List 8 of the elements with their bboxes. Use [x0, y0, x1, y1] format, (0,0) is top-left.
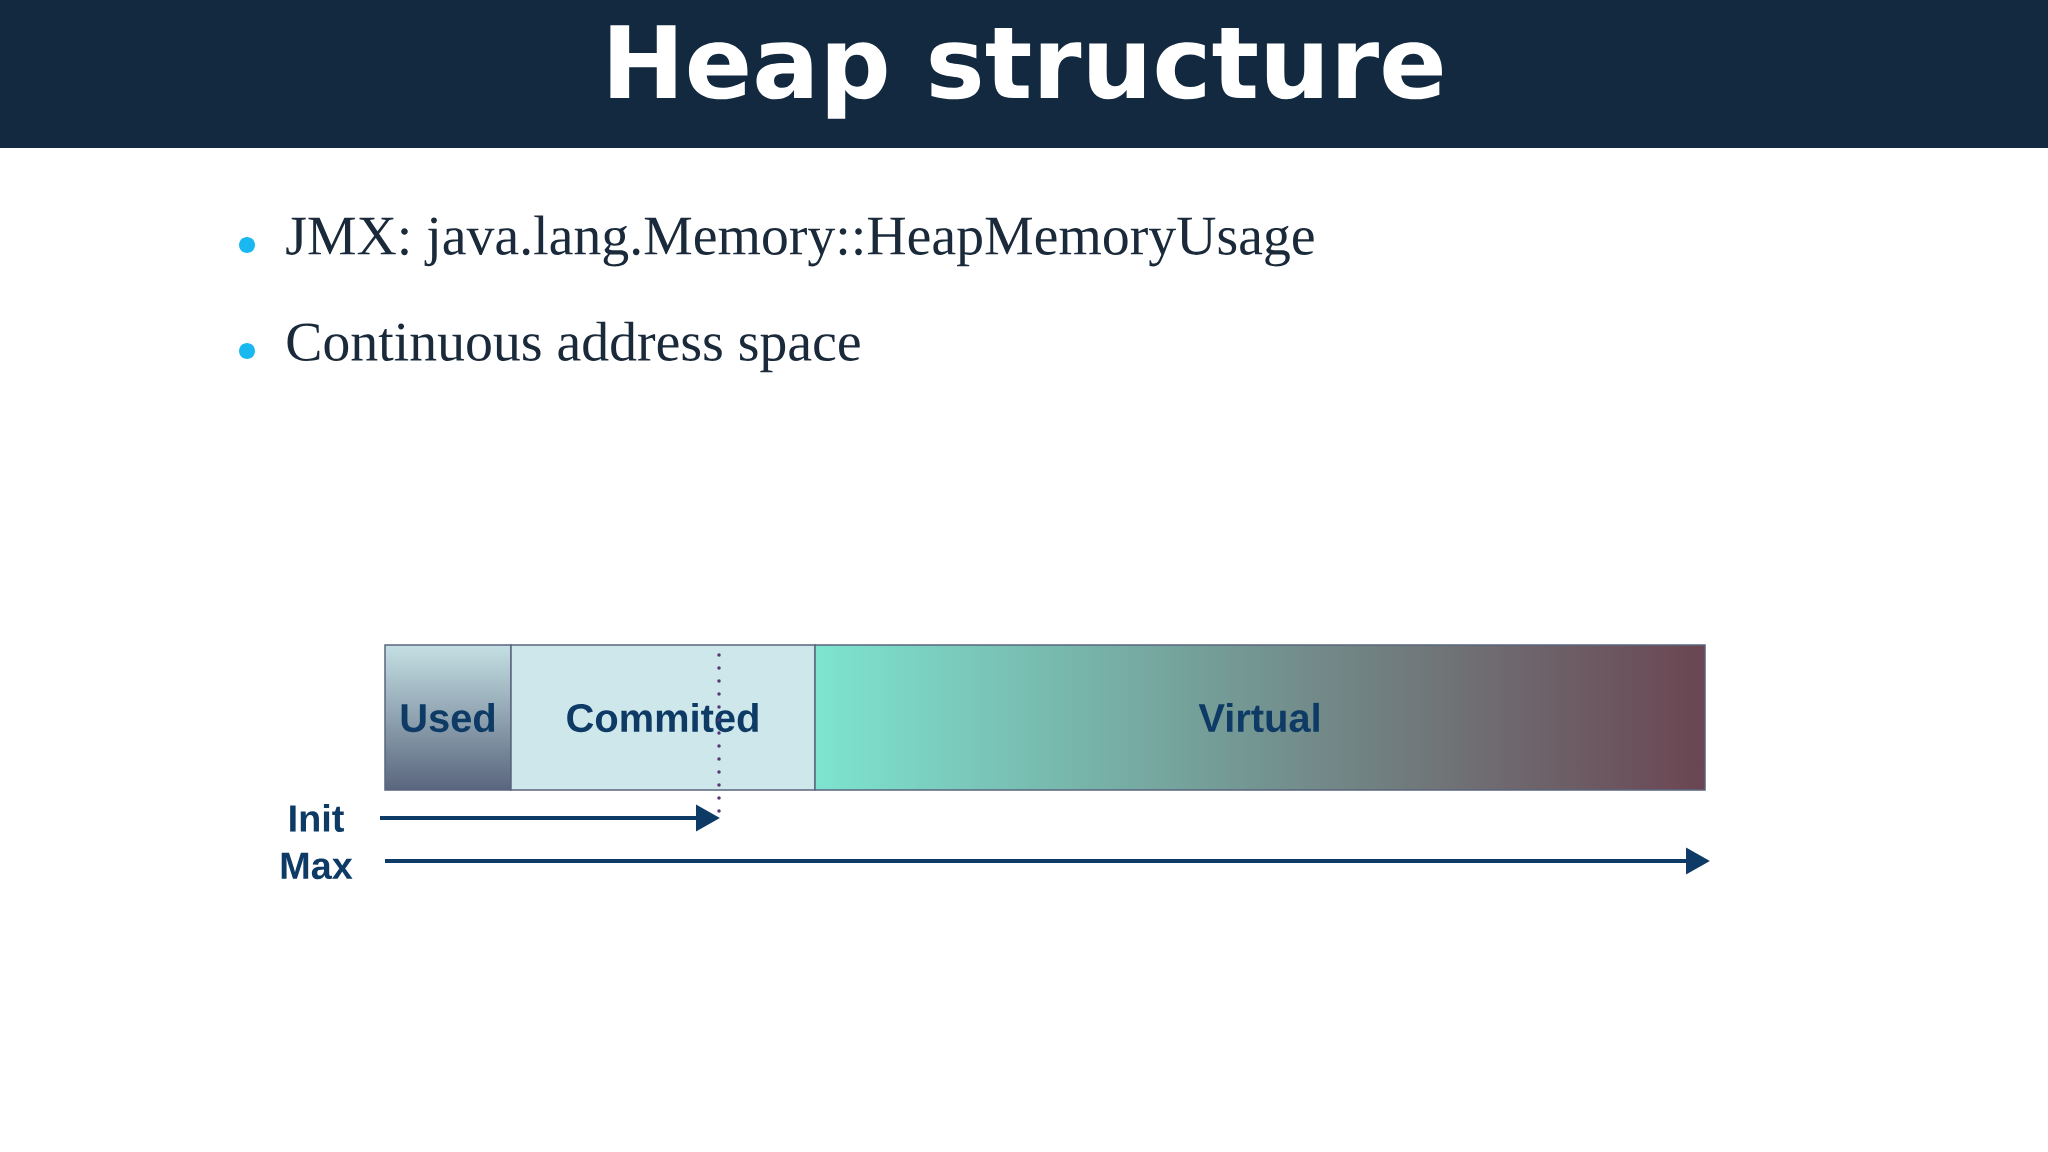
memory-segment: Commited — [510, 644, 816, 791]
title: Heap structure — [610, 25, 1442, 119]
axis-label: Max — [281, 852, 353, 880]
memory-segment: Virtual — [814, 644, 1706, 791]
bullet-text: Continuous address space — [287, 321, 860, 373]
memory-segment: Used — [384, 644, 512, 791]
axis-label: Init — [290, 804, 344, 832]
bullet-text: JMX: java.lang.Memory::HeapMemoryUsage — [286, 215, 1314, 267]
